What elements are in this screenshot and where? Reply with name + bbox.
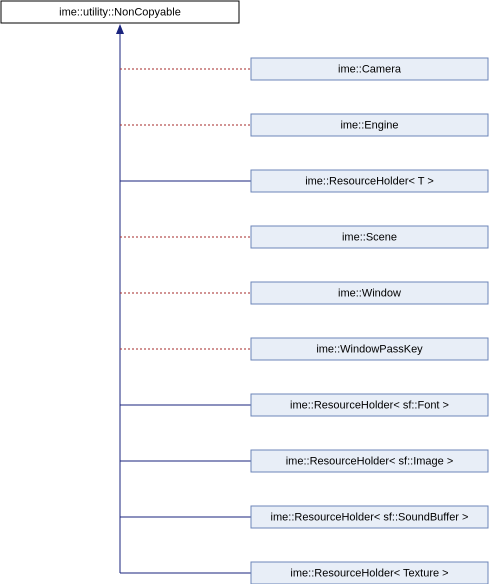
class-node-ime-resourceholder-texture[interactable]: ime::ResourceHolder< Texture > <box>250 561 489 584</box>
class-node-ime-resourceholder-sf-soundbuffer[interactable]: ime::ResourceHolder< sf::SoundBuffer > <box>250 505 489 529</box>
class-label: ime::WindowPassKey <box>316 343 423 355</box>
class-label: ime::Scene <box>342 231 397 243</box>
class-label: ime::ResourceHolder< sf::Font > <box>290 399 449 411</box>
class-node-ime-camera[interactable]: ime::Camera <box>250 57 489 81</box>
base-class-node[interactable]: ime::utility::NonCopyable <box>0 0 240 24</box>
class-label: ime::ResourceHolder< Texture > <box>290 567 448 579</box>
edges-group <box>116 24 251 574</box>
class-label: ime::ResourceHolder< sf::SoundBuffer > <box>271 511 469 523</box>
class-node-ime-resourceholder-t[interactable]: ime::ResourceHolder< T > <box>250 169 489 193</box>
inheritance-arrowhead <box>116 24 124 34</box>
class-box <box>250 561 489 584</box>
class-box <box>250 225 489 249</box>
class-node-ime-engine[interactable]: ime::Engine <box>250 113 489 137</box>
base-class-box <box>0 0 240 24</box>
class-box <box>250 169 489 193</box>
class-label: ime::ResourceHolder< T > <box>305 175 434 187</box>
class-box <box>250 337 489 361</box>
class-box <box>250 113 489 137</box>
class-node-ime-resourceholder-sf-image[interactable]: ime::ResourceHolder< sf::Image > <box>250 449 489 473</box>
class-box <box>250 281 489 305</box>
class-box <box>250 57 489 81</box>
class-box <box>250 505 489 529</box>
class-node-ime-scene[interactable]: ime::Scene <box>250 225 489 249</box>
class-label: ime::Engine <box>340 119 398 131</box>
class-node-ime-windowpasskey[interactable]: ime::WindowPassKey <box>250 337 489 361</box>
class-box <box>250 449 489 473</box>
class-node-ime-window[interactable]: ime::Window <box>250 281 489 305</box>
derived-class-nodes: ime::Cameraime::Engineime::ResourceHolde… <box>250 57 489 584</box>
class-label: ime::Camera <box>338 63 402 75</box>
class-label: ime::ResourceHolder< sf::Image > <box>286 455 454 467</box>
base-class-label: ime::utility::NonCopyable <box>59 6 181 18</box>
class-box <box>250 393 489 417</box>
class-node-ime-resourceholder-sf-font[interactable]: ime::ResourceHolder< sf::Font > <box>250 393 489 417</box>
class-label: ime::Window <box>338 287 401 299</box>
